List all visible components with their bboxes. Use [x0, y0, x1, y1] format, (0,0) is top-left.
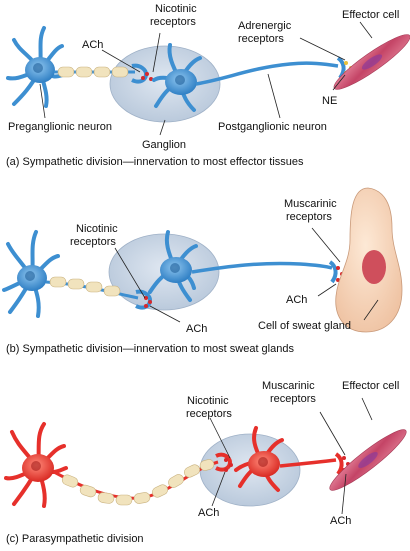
preganglionic-neuron-c [4, 422, 233, 508]
label-muscarinic-c-2: receptors [270, 393, 316, 405]
effector-cell-c [329, 429, 407, 491]
preganglionic-neuron-b [2, 230, 153, 318]
panel-b: Nicotinic receptors Muscarinic receptors… [2, 187, 403, 355]
sweat-gland-cell-b [335, 187, 403, 333]
label-nicotinic-a-1: Nicotinic [155, 3, 197, 15]
label-muscarinic-b-1: Muscarinic [284, 198, 337, 210]
label-muscarinic-b-2: receptors [286, 211, 332, 223]
label-ach-pre-c: ACh [198, 507, 219, 519]
caption-a: (a) Sympathetic division—innervation to … [6, 156, 304, 168]
label-ne-a: NE [322, 95, 337, 107]
label-postganglionic-a: Postganglionic neuron [218, 121, 327, 133]
label-adrenergic-a-1: Adrenergic [238, 20, 292, 32]
panel-c: Nicotinic receptors Muscarinic receptors… [4, 380, 407, 545]
postganglionic-neuron-b [148, 230, 346, 302]
label-nicotinic-a-2: receptors [150, 16, 196, 28]
preganglionic-neuron-a [6, 26, 153, 108]
label-ach-post-c: ACh [330, 515, 351, 527]
label-effector-a: Effector cell [342, 9, 399, 21]
label-ach-post-b: ACh [286, 294, 307, 306]
label-ach-pre-b: ACh [186, 323, 207, 335]
label-muscarinic-c-1: Muscarinic [262, 380, 315, 392]
label-ganglion-a: Ganglion [142, 139, 186, 151]
caption-c: (c) Parasympathetic division [6, 533, 144, 545]
label-adrenergic-a-2: receptors [238, 33, 284, 45]
label-nicotinic-c-1: Nicotinic [187, 395, 229, 407]
label-effector-c: Effector cell [342, 380, 399, 392]
label-ach-a: ACh [82, 39, 103, 51]
caption-b: (b) Sympathetic division—innervation to … [6, 343, 294, 355]
label-nicotinic-b-1: Nicotinic [76, 223, 118, 235]
label-nicotinic-b-2: receptors [70, 236, 116, 248]
panel-a: Nicotinic receptors ACh Adrenergic recep… [6, 3, 410, 168]
label-sweat-b: Cell of sweat gland [258, 320, 351, 332]
label-preganglionic-a: Preganglionic neuron [8, 121, 112, 133]
label-nicotinic-c-2: receptors [186, 408, 232, 420]
